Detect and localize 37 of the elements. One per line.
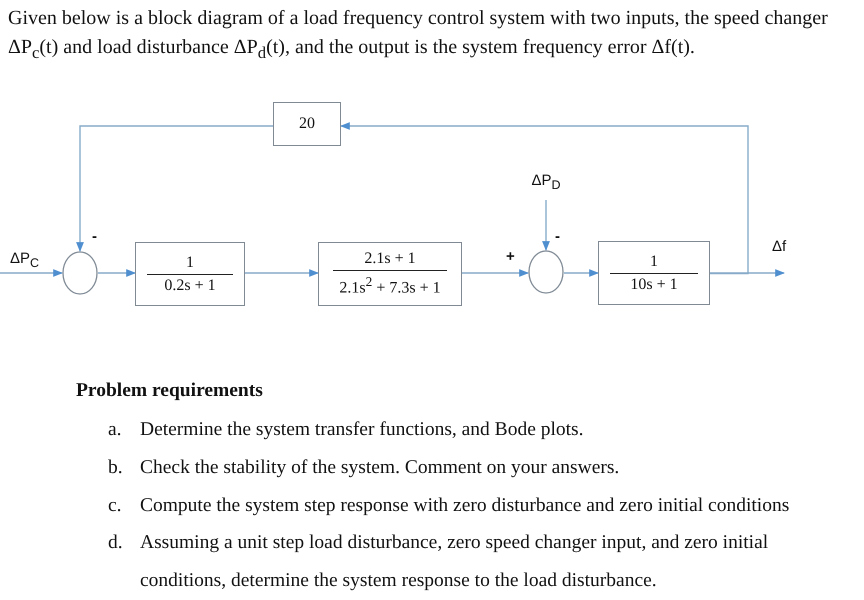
sign-label: + bbox=[506, 248, 515, 265]
connector-arrow bbox=[340, 122, 749, 274]
transfer-function-block bbox=[273, 102, 341, 146]
transfer-function-block bbox=[598, 241, 710, 305]
connector-arrow bbox=[564, 269, 599, 277]
requirement-text: Check the stability of the system. Comment on your answers. bbox=[140, 456, 620, 480]
sign-label: - bbox=[92, 228, 97, 245]
section-heading: Problem requirements bbox=[76, 379, 263, 403]
list-marker: b. bbox=[108, 456, 123, 480]
numerator: 2.1s + 1 bbox=[364, 249, 416, 270]
list-marker: d. bbox=[108, 531, 123, 555]
denominator: 2.1s$^{2}$ + 7.3s + 1 bbox=[339, 273, 441, 299]
list-marker: c. bbox=[108, 494, 122, 518]
numerator: 1 bbox=[186, 252, 194, 272]
transfer-function-block bbox=[318, 242, 462, 306]
signal-label: ΔP$_{D}$ bbox=[522, 172, 570, 196]
connector-arrow bbox=[245, 269, 319, 277]
connector-arrow bbox=[0, 269, 63, 277]
requirement-text: Compute the system step response with zero disturbance and zero initial conditions bbox=[140, 494, 790, 518]
requirement-text: Determine the system transfer functions, and Bode plots. bbox=[140, 418, 584, 442]
connector-arrow bbox=[710, 269, 785, 277]
denominator: 10s + 1 bbox=[630, 274, 678, 294]
list-marker: a. bbox=[108, 418, 122, 442]
connector-arrow bbox=[98, 269, 136, 277]
numerator: 1 bbox=[650, 252, 658, 272]
requirement-text: Assuming a unit step load disturbance, zero speed changer input, and zero initial conditions, determine the system response to the load disturbance. bbox=[140, 531, 770, 593]
heading-text: Given below is a block diagram of a load frequency control system with two inputs, the speed changer ΔP$_{c}$(t) and load disturbance ΔP$_{d}$(t), and the output is the system frequency error Δf(t). bbox=[8, 6, 829, 64]
summing-junction bbox=[528, 250, 564, 294]
connector-arrow bbox=[462, 269, 529, 277]
summing-junction bbox=[62, 251, 98, 295]
transfer-function-block bbox=[135, 242, 245, 306]
sign-label: - bbox=[555, 228, 560, 245]
connector-arrow bbox=[76, 125, 273, 252]
denominator: 0.2s + 1 bbox=[164, 276, 216, 296]
connector-arrow bbox=[542, 200, 550, 251]
gain-value: 20 bbox=[299, 114, 315, 134]
edge-label: ΔP$_{C}$ bbox=[10, 250, 40, 270]
